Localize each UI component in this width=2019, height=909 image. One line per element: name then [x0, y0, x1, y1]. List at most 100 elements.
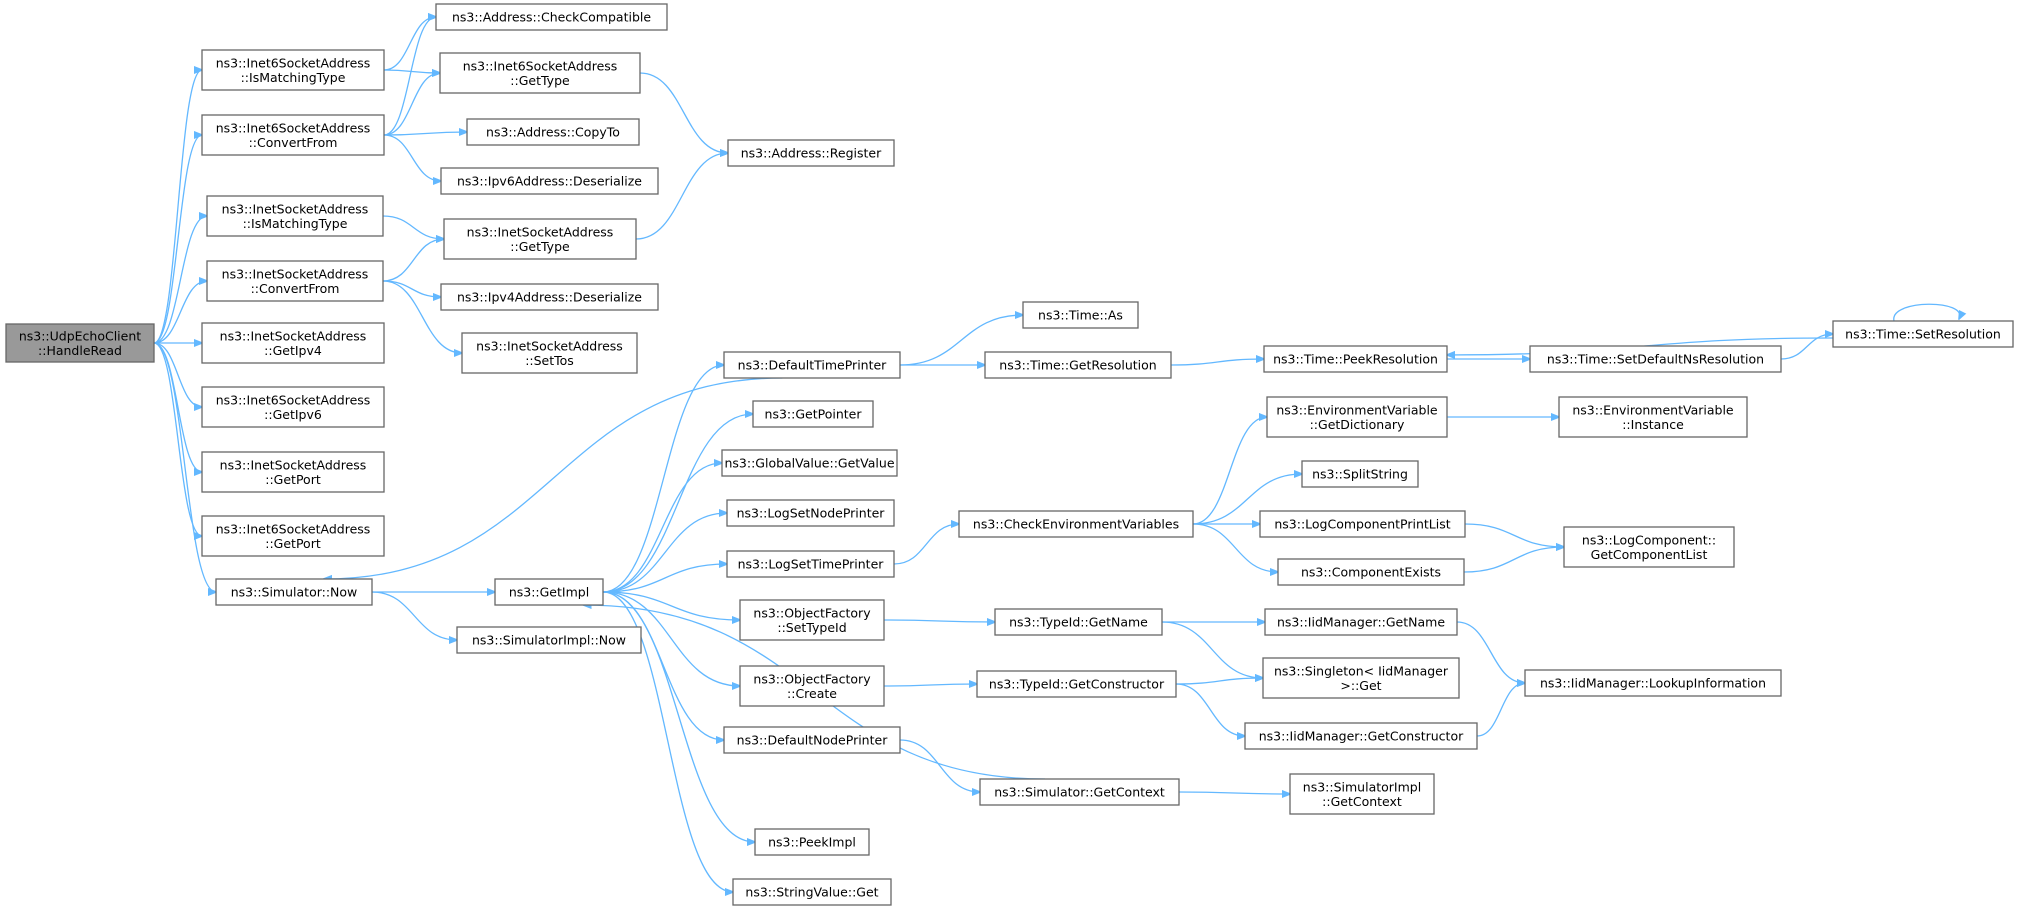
node-inet-settos[interactable]: ns3::InetSocketAddress::SetTos	[461, 332, 638, 374]
node-label: ns3::IidManager::GetConstructor	[1259, 729, 1464, 744]
node-inet6-gettype[interactable]: ns3::Inet6SocketAddress::GetType	[439, 52, 641, 94]
edge-path	[371, 591, 457, 640]
node-ipv6-deser[interactable]: ns3::Ipv6Address::Deserialize	[440, 167, 659, 195]
node-iid-getctor[interactable]: ns3::IidManager::GetConstructor	[1244, 722, 1478, 750]
edge-time_setres-to-time_setres	[1893, 303, 1960, 322]
node-label: ::GetIpv4	[264, 343, 322, 358]
node-label: ns3::InetSocketAddress	[222, 201, 369, 216]
node-check-env[interactable]: ns3::CheckEnvironmentVariables	[958, 510, 1194, 538]
node-default-node-printer[interactable]: ns3::DefaultNodePrinter	[723, 726, 901, 754]
edge-path	[1192, 523, 1278, 572]
node-simimpl-now[interactable]: ns3::SimulatorImpl::Now	[456, 626, 642, 654]
node-inet6-getipv6[interactable]: ns3::Inet6SocketAddress::GetIpv6	[201, 386, 385, 428]
node-addr-register[interactable]: ns3::Address::Register	[727, 139, 895, 167]
node-time-getres[interactable]: ns3::Time::GetResolution	[984, 351, 1172, 379]
edge-path	[153, 70, 202, 344]
node-label: ns3::LogSetNodePrinter	[737, 506, 886, 521]
node-label: ::Instance	[1622, 417, 1684, 432]
node-logsettime[interactable]: ns3::LogSetTimePrinter	[726, 550, 895, 578]
node-label: ::HandleRead	[38, 343, 122, 358]
node-of-settypeid[interactable]: ns3::ObjectFactory::SetTypeId	[739, 599, 885, 641]
edge-root-to-inet6_getipv6	[153, 342, 202, 407]
node-box	[439, 52, 641, 94]
node-stringvalue-get[interactable]: ns3::StringValue::Get	[732, 878, 892, 906]
edge-time_setdefaultns-to-time_setres	[1780, 334, 1833, 360]
node-box	[1558, 396, 1748, 438]
node-ipv4-deser[interactable]: ns3::Ipv4Address::Deserialize	[440, 283, 659, 311]
node-time-setdefaultns[interactable]: ns3::Time::SetDefaultNsResolution	[1529, 345, 1782, 373]
node-globalvalue-get[interactable]: ns3::GlobalValue::GetValue	[721, 449, 898, 477]
node-iid-getname[interactable]: ns3::IidManager::GetName	[1264, 608, 1458, 636]
node-label: ::ConvertFrom	[249, 135, 338, 150]
node-typeid-getctor[interactable]: ns3::TypeId::GetConstructor	[976, 670, 1177, 698]
node-sim-getcontext[interactable]: ns3::Simulator::GetContext	[979, 778, 1180, 806]
node-simimpl-getcontext[interactable]: ns3::SimulatorImpl::GetContext	[1289, 773, 1435, 815]
edge-path	[1175, 683, 1245, 736]
node-box	[1524, 669, 1782, 697]
node-time-peekres[interactable]: ns3::Time::PeekResolution	[1263, 345, 1448, 373]
node-label: ns3::TypeId::GetConstructor	[989, 677, 1165, 692]
node-label: ::SetTypeId	[777, 620, 846, 635]
node-addr-checkcompat[interactable]: ns3::Address::CheckCompatible	[435, 3, 668, 31]
node-box	[979, 778, 1180, 806]
node-singleton-get[interactable]: ns3::Singleton< IidManager>::Get	[1262, 657, 1460, 699]
node-label: ns3::InetSocketAddress	[220, 457, 367, 472]
edge-default_time_printer-to-sim_now	[324, 377, 783, 579]
node-label: ns3::EnvironmentVariable	[1276, 402, 1438, 417]
node-sim-now[interactable]: ns3::Simulator::Now	[215, 578, 373, 606]
node-default-time-printer[interactable]: ns3::DefaultTimePrinter	[723, 351, 901, 379]
node-addr-copyto[interactable]: ns3::Address::CopyTo	[466, 118, 640, 146]
node-label: ::GetPort	[265, 536, 321, 551]
node-logcomp-getlist[interactable]: ns3::LogComponent::GetComponentList	[1563, 526, 1735, 568]
node-label: ns3::GlobalValue::GetValue	[724, 456, 894, 471]
node-component-exists[interactable]: ns3::ComponentExists	[1277, 558, 1465, 586]
edge-getimpl-to-of_create	[602, 591, 740, 686]
edge-path	[1170, 359, 1264, 366]
node-inet-gettype[interactable]: ns3::InetSocketAddress::GetType	[443, 218, 637, 260]
node-label: ns3::InetSocketAddress	[476, 338, 623, 353]
node-logsetnode[interactable]: ns3::LogSetNodePrinter	[726, 499, 895, 527]
node-logcomp-printlist[interactable]: ns3::LogComponentPrintList	[1259, 510, 1466, 538]
node-label: ns3::IidManager::LookupInformation	[1540, 676, 1766, 691]
node-time-setres[interactable]: ns3::Time::SetResolution	[1832, 320, 2014, 348]
edge-path	[383, 132, 467, 135]
node-box	[201, 49, 385, 91]
node-iid-lookup[interactable]: ns3::IidManager::LookupInformation	[1524, 669, 1782, 697]
node-label: ::SetTos	[525, 353, 574, 368]
node-of-create[interactable]: ns3::ObjectFactory::Create	[739, 665, 885, 707]
node-label: ns3::Ipv4Address::Deserialize	[457, 290, 642, 305]
node-label: ns3::PeekImpl	[768, 835, 856, 850]
node-inet-getport[interactable]: ns3::InetSocketAddress::GetPort	[201, 451, 385, 493]
node-box	[1529, 345, 1782, 373]
node-box	[456, 626, 642, 654]
node-box	[201, 322, 385, 364]
node-inet-ismatching[interactable]: ns3::InetSocketAddress::IsMatchingType	[206, 195, 384, 237]
node-label: ns3::UdpEchoClient	[19, 328, 141, 343]
node-getpointer[interactable]: ns3::GetPointer	[752, 400, 874, 428]
node-box	[984, 351, 1172, 379]
node-splitstring[interactable]: ns3::SplitString	[1301, 460, 1419, 488]
nodes-layer: ns3::UdpEchoClient::HandleRead ns3::Addre…	[5, 3, 2014, 906]
node-label: ns3::Time::As	[1038, 308, 1123, 323]
node-getimpl[interactable]: ns3::GetImpl	[494, 578, 604, 606]
node-env-getdict[interactable]: ns3::EnvironmentVariable::GetDictionary	[1266, 396, 1448, 438]
node-time-as[interactable]: ns3::Time::As	[1022, 301, 1139, 329]
edge-path	[383, 70, 440, 73]
node-box	[726, 550, 895, 578]
node-typeid-getname[interactable]: ns3::TypeId::GetName	[994, 608, 1163, 636]
node-label: ns3::StringValue::Get	[745, 885, 878, 900]
node-inet6-convertfrom[interactable]: ns3::Inet6SocketAddress::ConvertFrom	[201, 114, 385, 156]
node-inet-convertfrom[interactable]: ns3::InetSocketAddress::ConvertFrom	[206, 260, 384, 302]
edge-path	[602, 365, 724, 593]
edge-path	[153, 135, 202, 344]
node-env-instance[interactable]: ns3::EnvironmentVariable::Instance	[1558, 396, 1748, 438]
node-label: ns3::InetSocketAddress	[220, 328, 367, 343]
node-label: ns3::Simulator::Now	[231, 585, 358, 600]
node-inet-getipv4[interactable]: ns3::InetSocketAddress::GetIpv4	[201, 322, 385, 364]
node-box	[752, 400, 874, 428]
edge-inet6_convertfrom-to-inet6_gettype	[383, 73, 440, 136]
node-inet6-ismatching[interactable]: ns3::Inet6SocketAddress::IsMatchingType	[201, 49, 385, 91]
node-inet6-getport[interactable]: ns3::Inet6SocketAddress::GetPort	[201, 515, 385, 557]
node-box	[721, 449, 898, 477]
node-peekimpl[interactable]: ns3::PeekImpl	[754, 828, 870, 856]
